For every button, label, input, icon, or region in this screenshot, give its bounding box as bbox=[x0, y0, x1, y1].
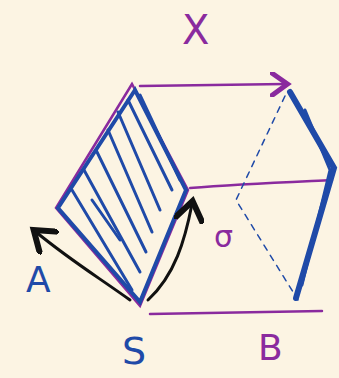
label-s: S bbox=[122, 332, 146, 370]
label-x: X bbox=[182, 10, 209, 50]
shaded-face bbox=[58, 90, 186, 302]
right-face bbox=[236, 92, 334, 300]
prism-edges bbox=[56, 84, 332, 314]
rotation-arrows bbox=[36, 204, 192, 300]
label-sigma: σ bbox=[214, 222, 233, 252]
label-b: B bbox=[258, 330, 283, 366]
label-a: A bbox=[26, 262, 51, 298]
